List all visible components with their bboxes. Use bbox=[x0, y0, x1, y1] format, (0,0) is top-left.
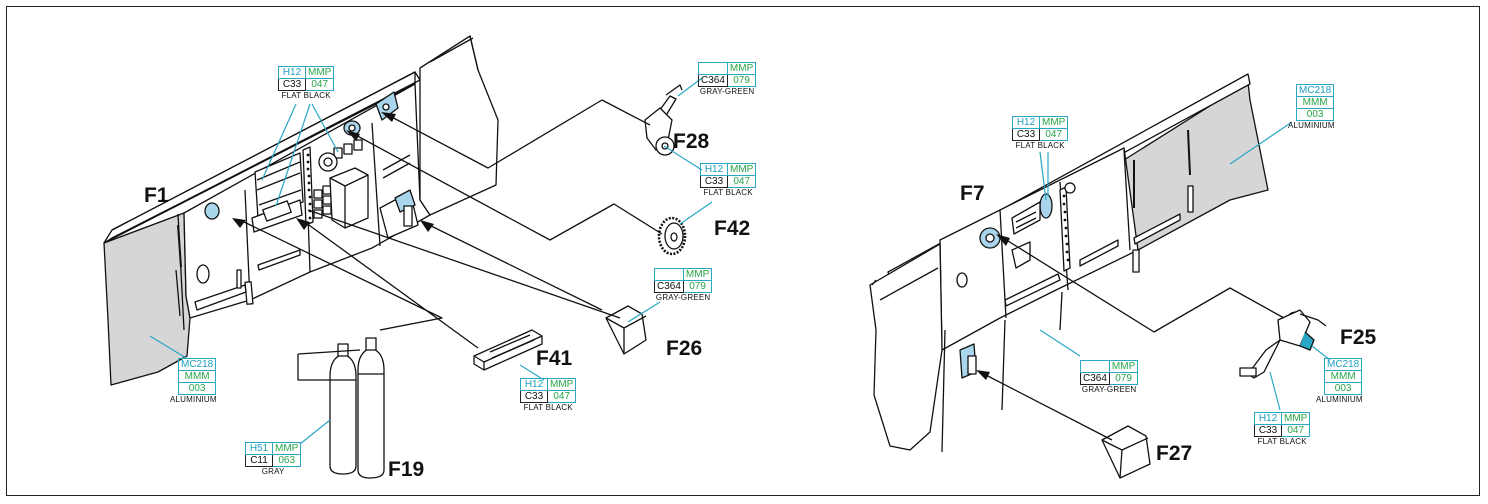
part-f42-gear bbox=[657, 216, 687, 256]
callout-code-top bbox=[654, 268, 684, 281]
color-callout-f1-aluminium: MC218 MMM 003 ALUMINIUM bbox=[170, 358, 217, 404]
callout-brand: MMP bbox=[1280, 412, 1311, 425]
part-label-f25: F25 bbox=[1340, 326, 1377, 349]
part-f27-block bbox=[1101, 425, 1151, 479]
callout-brand: MMP bbox=[271, 442, 302, 455]
left-panel-right-flap bbox=[419, 35, 499, 216]
callout-number: 003 bbox=[1295, 108, 1335, 121]
callout-color-name: GRAY-GREEN bbox=[1081, 385, 1137, 394]
callout-number: 003 bbox=[177, 382, 217, 395]
callout-color-name: FLAT BLACK bbox=[281, 91, 331, 100]
callout-code-top: H51 bbox=[245, 442, 273, 455]
callout-code-top: MC218 bbox=[1295, 84, 1335, 97]
callout-color-name: FLAT BLACK bbox=[703, 188, 753, 197]
callout-color-name: ALUMINIUM bbox=[1288, 121, 1335, 130]
callout-number: 047 bbox=[546, 390, 577, 403]
callout-color-name: FLAT BLACK bbox=[1257, 437, 1307, 446]
callout-code-top: MC218 bbox=[1323, 358, 1363, 371]
callout-code-top: MC218 bbox=[177, 358, 217, 371]
callout-code-top bbox=[698, 62, 728, 75]
part-label-f26: F26 bbox=[666, 337, 703, 360]
part-label-f19: F19 bbox=[388, 458, 425, 481]
callout-color-name: FLAT BLACK bbox=[1015, 141, 1065, 150]
color-callout-right-panel-aluminium: MC218 MMM 003 ALUMINIUM bbox=[1288, 84, 1335, 130]
callout-code-bottom: C364 bbox=[698, 74, 728, 87]
part-f25-lever bbox=[1239, 309, 1327, 379]
callout-brand: MMP bbox=[726, 163, 757, 176]
callout-code-bottom: C33 bbox=[700, 175, 728, 188]
callout-brand: MMM bbox=[177, 370, 217, 383]
callout-code-top: H12 bbox=[278, 66, 306, 79]
callout-number: 047 bbox=[304, 78, 335, 91]
part-label-f28: F28 bbox=[673, 130, 710, 153]
callout-code-top: H12 bbox=[1254, 412, 1282, 425]
callout-number: 047 bbox=[1038, 128, 1069, 141]
callout-code-bottom: C33 bbox=[520, 390, 548, 403]
callout-color-name: GRAY-GREEN bbox=[655, 293, 711, 302]
callout-color-name: GRAY bbox=[261, 467, 285, 476]
part-f28-lever bbox=[644, 84, 683, 156]
callout-color-name: ALUMINIUM bbox=[1316, 395, 1363, 404]
callout-brand: MMP bbox=[726, 62, 757, 75]
part-label-f42: F42 bbox=[714, 217, 751, 240]
callout-number: 063 bbox=[271, 454, 302, 467]
left-panel-top-rail bbox=[103, 71, 416, 244]
callout-brand: MMP bbox=[682, 268, 713, 281]
callout-code-top: H12 bbox=[1012, 116, 1040, 129]
callout-brand: MMP bbox=[546, 378, 577, 391]
callout-brand: MMP bbox=[1108, 360, 1139, 373]
callout-brand: MMP bbox=[304, 66, 335, 79]
callout-number: 079 bbox=[682, 280, 713, 293]
callout-number: 047 bbox=[1280, 424, 1311, 437]
part-label-f27: F27 bbox=[1156, 442, 1193, 465]
callout-brand: MMM bbox=[1295, 96, 1335, 109]
part-label-f7: F7 bbox=[960, 182, 985, 205]
callout-code-bottom: C364 bbox=[654, 280, 684, 293]
callout-brand: MMM bbox=[1323, 370, 1363, 383]
callout-code-bottom: C33 bbox=[1254, 424, 1282, 437]
part-f19-bottles bbox=[329, 337, 385, 479]
part-f26-block bbox=[605, 305, 647, 355]
part-label-f1: F1 bbox=[144, 184, 169, 207]
callout-code-bottom: C364 bbox=[1080, 372, 1110, 385]
callout-code-bottom: C33 bbox=[278, 78, 306, 91]
callout-number: 079 bbox=[726, 74, 757, 87]
part-label-f41: F41 bbox=[536, 347, 573, 370]
callout-color-name: GRAY-GREEN bbox=[699, 87, 755, 96]
color-callout-f25-aluminium: MC218 MMM 003 ALUMINIUM bbox=[1316, 358, 1363, 404]
callout-code-top bbox=[1080, 360, 1110, 373]
callout-code-bottom: C33 bbox=[1012, 128, 1040, 141]
callout-code-bottom: C11 bbox=[245, 454, 273, 467]
callout-color-name: ALUMINIUM bbox=[170, 395, 217, 404]
callout-code-top: H12 bbox=[520, 378, 548, 391]
part-f41-rail bbox=[473, 329, 543, 371]
callout-code-top: H12 bbox=[700, 163, 728, 176]
callout-number: 047 bbox=[726, 175, 757, 188]
right-panel-left-flap bbox=[869, 243, 943, 451]
callout-number: 003 bbox=[1323, 382, 1363, 395]
callout-color-name: FLAT BLACK bbox=[523, 403, 573, 412]
callout-number: 079 bbox=[1108, 372, 1139, 385]
callout-brand: MMP bbox=[1038, 116, 1069, 129]
